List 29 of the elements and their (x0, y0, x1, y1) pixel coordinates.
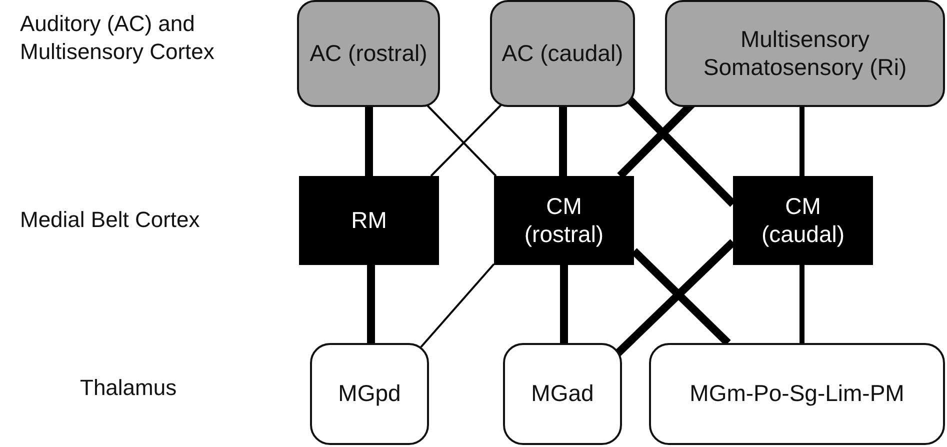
region-name: AC (caudal) (502, 40, 624, 68)
connector-line (560, 265, 568, 343)
connector-line (800, 107, 804, 176)
region-name: RM (351, 206, 387, 234)
connector-line (420, 263, 495, 348)
connector-line (430, 103, 503, 177)
region-name: MGad (531, 380, 594, 408)
connector-line (559, 107, 567, 176)
region-box (733, 176, 873, 265)
connector-line (365, 107, 373, 176)
region-name: MGm-Po-Sg-Lim-PM (690, 380, 904, 408)
region-box (490, 0, 635, 107)
region-box (665, 0, 945, 107)
connector-line (800, 265, 804, 343)
region-name: Multisensory Somatosensory (Ri) (702, 26, 908, 82)
region-name: MGpd (338, 380, 401, 408)
connector-line (367, 265, 375, 343)
row-label: Thalamus (80, 374, 178, 402)
region-box (297, 0, 440, 107)
region-box (494, 176, 634, 265)
region-box (310, 343, 429, 445)
region-box (649, 343, 945, 445)
region-box (299, 176, 439, 265)
region-name: CM (caudal) (760, 192, 846, 248)
row-label: Auditory (AC) and Multisensory Cortex (20, 10, 216, 65)
region-name: AC (rostral) (310, 40, 428, 68)
region-name: CM (rostral) (523, 192, 605, 248)
row-label: Medial Belt Cortex (20, 206, 201, 234)
region-box (503, 343, 622, 445)
